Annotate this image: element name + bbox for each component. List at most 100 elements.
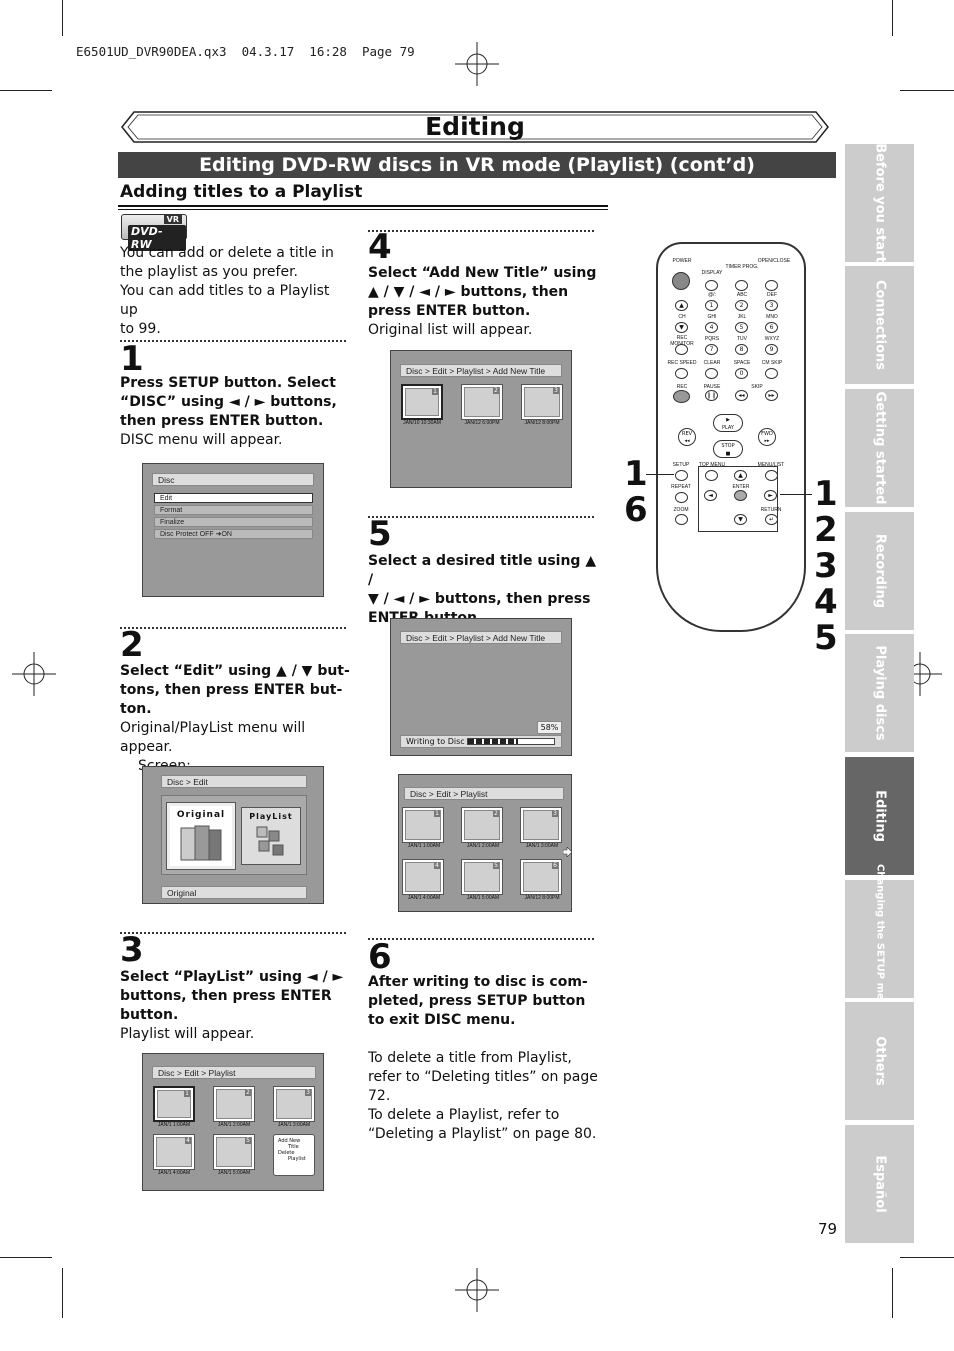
tab-before-you-start[interactable]: Before you start xyxy=(845,143,914,263)
title-thumbnail[interactable]: 2 xyxy=(461,384,503,420)
title-thumbnail[interactable]: 2 xyxy=(461,807,503,843)
digit-7-button[interactable]: 7 xyxy=(705,344,718,355)
right-arrow-button[interactable]: ► xyxy=(764,490,777,501)
digit-6-button[interactable]: 6 xyxy=(765,322,778,333)
writing-screen: Disc > Edit > Playlist > Add New Title 5… xyxy=(390,618,572,756)
clear-button[interactable] xyxy=(705,368,718,379)
thumbnail-date: JAN/1 2:00AM xyxy=(466,843,500,849)
digit-2-button[interactable]: 2 xyxy=(735,300,748,311)
title-thumbnail[interactable]: 3 xyxy=(520,807,562,843)
tab-others[interactable]: Others xyxy=(845,1002,914,1120)
thumbnail-date: JAN/1 1:00AM xyxy=(157,1122,191,1128)
thumbnail-date: JAN/1 5:00AM xyxy=(217,1170,251,1176)
rec-speed-button[interactable] xyxy=(675,368,688,379)
zoom-button[interactable] xyxy=(675,514,688,525)
title-thumbnail[interactable]: 5 xyxy=(461,859,503,895)
crop-mark xyxy=(62,1268,63,1318)
step-number: 5 xyxy=(368,514,392,554)
title-thumbnail[interactable]: 1 xyxy=(401,384,443,420)
title-thumbnail[interactable]: 3 xyxy=(521,384,563,420)
playlist-screen: Disc > Edit > Playlist 1 2 3 JAN/1 1:00A… xyxy=(142,1053,324,1191)
thumbnail-date: JAN/1 3:00AM xyxy=(525,843,559,849)
channel-down-button[interactable]: ▼ xyxy=(675,322,688,333)
skip-forward-button[interactable]: ▸▸ xyxy=(765,390,778,401)
rec-monitor-button[interactable] xyxy=(675,344,688,355)
step-divider xyxy=(120,627,346,629)
timer-prog-button[interactable] xyxy=(735,280,748,291)
registration-mark xyxy=(12,652,56,696)
playlist-updated-screen: Disc > Edit > Playlist 1 2 3 JAN/1 1:00A… xyxy=(398,774,572,912)
title-thumbnail[interactable]: 5 xyxy=(213,1134,255,1170)
rec-button[interactable] xyxy=(673,390,690,403)
screen-title: Disc > Edit > Playlist xyxy=(404,787,564,800)
channel-up-button[interactable]: ▲ xyxy=(675,300,688,311)
title-thumbnail[interactable]: 1 xyxy=(402,807,444,843)
menu-item-finalize[interactable]: Finalize xyxy=(154,517,313,527)
open-close-button[interactable] xyxy=(765,280,778,291)
channel-label: CH xyxy=(678,314,686,320)
digit-4-button[interactable]: 4 xyxy=(705,322,718,333)
cm-skip-button[interactable] xyxy=(765,368,778,379)
step-3-text: Select “PlayList” using ◄ / ► buttons, t… xyxy=(120,969,344,1042)
space-label: SPACE xyxy=(733,360,751,366)
tab-getting-started[interactable]: Getting started xyxy=(845,389,914,507)
digit-3-button[interactable]: 3 xyxy=(765,300,778,311)
top-menu-button[interactable] xyxy=(705,470,718,481)
rev-button[interactable]: REV◂◂ xyxy=(678,428,696,446)
title-thumbnail[interactable]: 3 xyxy=(273,1086,315,1122)
step-number: 6 xyxy=(368,937,392,977)
playlist-submenu[interactable]: Add New Title Delete Playlist xyxy=(273,1134,315,1176)
key-label: TUV xyxy=(737,336,747,342)
menu-item-edit[interactable]: Edit xyxy=(154,493,313,503)
tab-changing-setup-menu[interactable]: Changing the SETUP menu xyxy=(845,864,914,1014)
digit-5-button[interactable]: 5 xyxy=(735,322,748,333)
up-arrow-button[interactable]: ▲ xyxy=(734,470,747,481)
title-thumbnail[interactable]: 6 xyxy=(520,859,562,895)
title-thumbnail[interactable]: 4 xyxy=(153,1134,195,1170)
tab-recording[interactable]: Recording xyxy=(845,512,914,630)
menu-item-disc-protect[interactable]: Disc Protect OFF ➜ON xyxy=(154,529,313,539)
step-divider xyxy=(368,230,594,232)
tab-editing[interactable]: Editing xyxy=(845,757,914,875)
play-button[interactable]: ▶PLAY xyxy=(713,414,743,432)
down-arrow-button[interactable]: ▼ xyxy=(734,514,747,525)
crop-mark xyxy=(892,1268,893,1318)
progress-bar xyxy=(467,738,555,745)
thumbnail-date: JAN/1 1:00AM xyxy=(407,843,441,849)
tab-playing-discs[interactable]: Playing discs xyxy=(845,634,914,752)
tab-espanol[interactable]: Español xyxy=(845,1125,914,1243)
enter-button[interactable] xyxy=(734,490,747,501)
fwd-button[interactable]: FWD▸▸ xyxy=(758,428,776,446)
digit-9-button[interactable]: 9 xyxy=(765,344,778,355)
return-button[interactable]: ↵ xyxy=(765,514,778,525)
next-page-arrow-icon xyxy=(563,847,572,857)
tab-connections[interactable]: Connections xyxy=(845,266,914,384)
timer-label: TIMER PROG. xyxy=(725,264,759,270)
crop-mark xyxy=(900,1257,954,1258)
menu-item-format[interactable]: Format xyxy=(154,505,313,515)
pause-button[interactable]: ❙❙ xyxy=(705,390,718,401)
playlist-button[interactable]: PlayList xyxy=(241,807,301,865)
original-button[interactable]: Original xyxy=(167,803,235,869)
title-thumbnail[interactable]: 1 xyxy=(153,1086,195,1122)
skip-back-button[interactable]: ◂◂ xyxy=(735,390,748,401)
digit-1-button[interactable]: 1 xyxy=(705,300,718,311)
left-arrow-button[interactable]: ◄ xyxy=(704,490,717,501)
power-button[interactable] xyxy=(672,272,690,290)
repeat-label: REPEAT xyxy=(671,484,691,490)
progress-percent: 58% xyxy=(537,721,562,734)
disc-menu-screen: Disc Edit Format Finalize Disc Protect O… xyxy=(142,463,324,597)
repeat-button[interactable] xyxy=(675,492,688,503)
title-thumbnail[interactable]: 2 xyxy=(213,1086,255,1122)
digit-8-button[interactable]: 8 xyxy=(735,344,748,355)
stop-button[interactable]: STOP■ xyxy=(713,440,743,458)
setup-button[interactable] xyxy=(675,470,688,481)
digit-0-button[interactable]: 0 xyxy=(735,368,748,379)
edit-menu-screen: Disc > Edit Original PlayList Original xyxy=(142,766,324,904)
callout-line xyxy=(780,494,812,495)
menu-list-label: MENU/LIST xyxy=(757,462,785,468)
step-4-text: Select “Add New Title” using ▲ / ▼ / ◄ /… xyxy=(368,265,597,338)
title-thumbnail[interactable]: 4 xyxy=(402,859,444,895)
display-button[interactable] xyxy=(705,280,718,291)
